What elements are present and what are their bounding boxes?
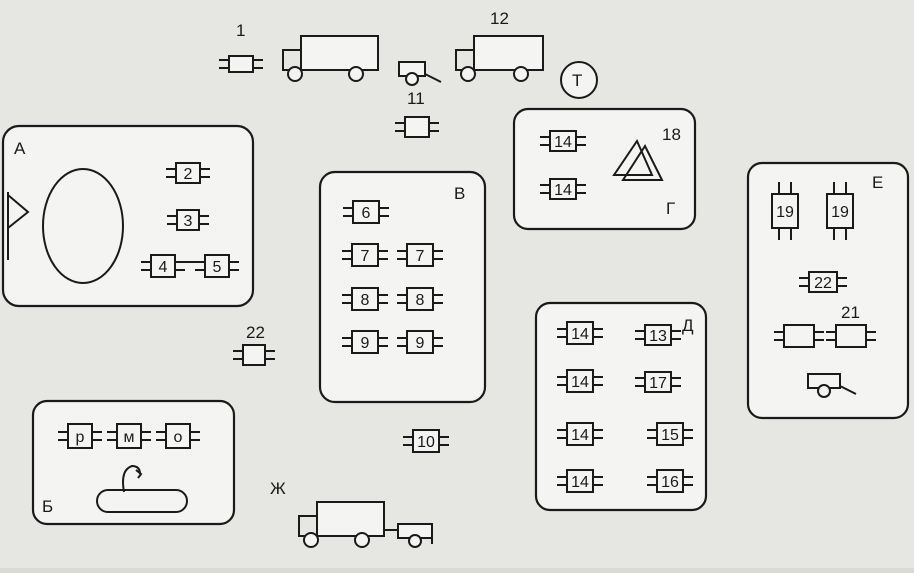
label-1: 1: [236, 21, 245, 40]
fixture-6-label: 6: [362, 205, 371, 222]
fixture-7b: 7: [397, 243, 443, 267]
fixture-8b-label: 8: [416, 292, 425, 309]
fixture-1: [219, 55, 263, 73]
fixture-14-d2-label: 14: [571, 374, 589, 391]
fixture-16: 16: [647, 469, 693, 493]
fixture-r: р: [58, 423, 102, 449]
fixture-9b: 9: [397, 330, 443, 354]
fixture-9a-label: 9: [361, 335, 370, 352]
triangles-icon: [612, 138, 664, 181]
fixture-21a: [774, 324, 824, 348]
fixture-7b-label: 7: [416, 248, 425, 265]
fixture-8a: 8: [342, 287, 388, 311]
truck-top-right: [455, 35, 544, 82]
fixture-14-d4: 14: [557, 469, 603, 493]
label-zh: Ж: [270, 479, 286, 498]
fixture-8a-label: 8: [361, 292, 370, 309]
fixture-o: о: [156, 423, 200, 449]
fixture-2: 2: [166, 162, 210, 184]
fixture-5-label: 5: [213, 259, 222, 276]
flag-icon: [7, 192, 30, 260]
fixture-9b-label: 9: [416, 335, 425, 352]
zone-e-label: Е: [872, 173, 883, 192]
label-21: 21: [841, 303, 860, 322]
fixture-10-label: 10: [417, 434, 435, 451]
fixture-m: м: [107, 423, 151, 449]
fixture-3: 3: [167, 209, 209, 231]
fixture-14-d2: 14: [557, 369, 603, 393]
label-18: 18: [662, 125, 681, 144]
label-12: 12: [490, 9, 509, 28]
fixture-19b-label: 19: [831, 204, 849, 221]
trailer-top: [398, 61, 442, 86]
fixture-19b: 19: [826, 182, 854, 240]
oval-area: [42, 168, 124, 284]
fixture-10: 10: [403, 429, 449, 453]
lift-icon: [96, 464, 188, 513]
fixture-3-label: 3: [184, 213, 193, 230]
fixture-6: 6: [343, 200, 389, 224]
fixture-13: 13: [635, 324, 681, 346]
fixture-14-d4-label: 14: [571, 474, 589, 491]
fixture-11: [395, 116, 439, 138]
circle-t: [560, 61, 598, 99]
fixture-14-g2-label: 14: [554, 182, 572, 199]
fixture-14-d3-label: 14: [571, 427, 589, 444]
fixture-22-e-label: 22: [814, 275, 832, 292]
zone-v-label: В: [454, 184, 465, 203]
truck-top-left: [282, 35, 379, 82]
label-t: Т: [572, 71, 582, 90]
zone-a: [1, 124, 255, 308]
zone-b-label: Б: [42, 497, 53, 516]
zone-a-label: А: [14, 139, 26, 158]
fixture-14-d1: 14: [557, 321, 603, 345]
fixture-4-label: 4: [159, 259, 168, 276]
fixture-14-g1-label: 14: [554, 134, 572, 151]
fixture-14-d3: 14: [557, 422, 603, 446]
fixture-9a: 9: [342, 330, 388, 354]
fixture-8b: 8: [397, 287, 443, 311]
trailer-e: [807, 373, 857, 398]
fixture-17-label: 17: [649, 375, 667, 392]
label-22-left: 22: [246, 323, 265, 342]
fixture-19a: 19: [771, 182, 799, 240]
fixture-15-label: 15: [661, 427, 679, 444]
fixture-19a-label: 19: [776, 204, 794, 221]
fixture-13-label: 13: [649, 328, 667, 345]
fixture-14-d1-label: 14: [571, 326, 589, 343]
fixture-16-label: 16: [661, 474, 679, 491]
fixture-m-label: м: [124, 429, 135, 446]
fixture-22-e: 22: [799, 271, 847, 293]
fixture-17: 17: [635, 371, 681, 393]
fixture-o-label: о: [174, 429, 183, 446]
truck-bottom: [298, 501, 385, 548]
fixture-7a: 7: [342, 243, 388, 267]
zone-v: [318, 170, 487, 404]
fixture-4: 4: [141, 254, 185, 278]
fixture-22-left: [233, 344, 275, 366]
fixture-7a-label: 7: [361, 248, 370, 265]
zone-d: [534, 301, 708, 512]
zone-g-label: Г: [666, 199, 675, 218]
fixture-r-label: р: [76, 429, 85, 446]
fixture-14-g1: 14: [540, 130, 586, 152]
zone-d-label: Д: [682, 316, 694, 335]
label-11: 11: [407, 89, 425, 108]
fixture-15: 15: [647, 422, 693, 446]
fixture-21b: [826, 324, 876, 348]
fixture-14-g2: 14: [540, 178, 586, 200]
fixture-5: 5: [195, 254, 239, 278]
fixture-2-label: 2: [184, 166, 193, 183]
